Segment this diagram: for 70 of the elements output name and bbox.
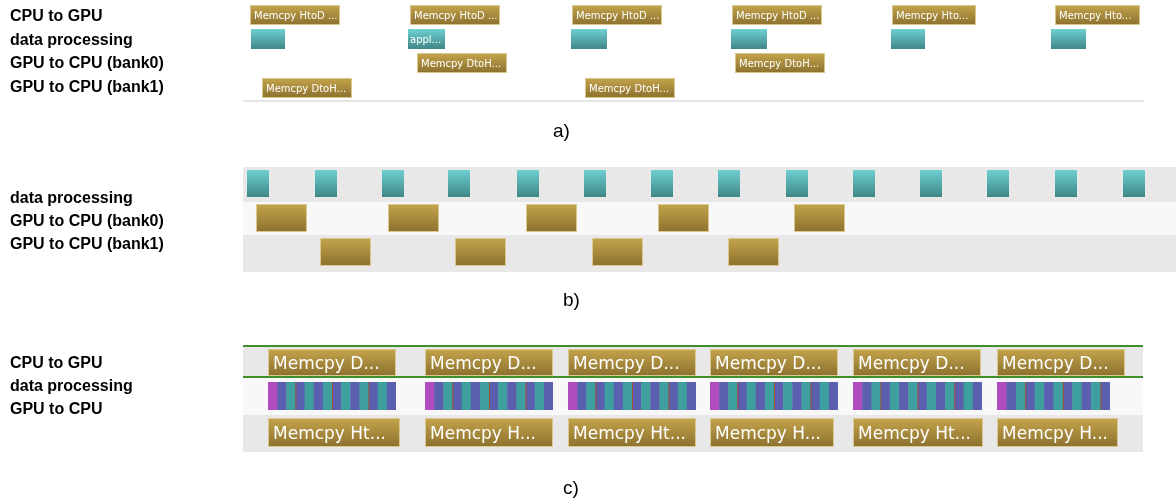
transfer-bar <box>592 238 643 266</box>
transfer-bar: Memcpy D... <box>997 349 1125 376</box>
row-label: data processing <box>10 32 133 48</box>
transfer-bar <box>526 204 577 232</box>
kernel-bar: appl... <box>408 29 445 49</box>
transfer-bar: Memcpy D... <box>853 349 981 376</box>
transfer-bar: Memcpy Hto... <box>1055 5 1140 25</box>
transfer-bar: Memcpy HtoD ... <box>732 5 822 25</box>
kernel-bar <box>517 170 539 197</box>
kernel-bar <box>425 382 553 410</box>
transfer-bar <box>794 204 845 232</box>
transfer-bar: Memcpy DtoH... <box>417 53 507 73</box>
transfer-bar: Memcpy HtoD ... <box>250 5 340 25</box>
kernel-bar <box>268 382 396 410</box>
kernel-bar <box>786 170 808 197</box>
kernel-bar <box>718 170 740 197</box>
kernel-bar <box>731 29 767 49</box>
kernel-bar <box>584 170 606 197</box>
transfer-bar: Memcpy Ht... <box>268 418 400 447</box>
transfer-bar: Memcpy DtoH... <box>585 78 675 98</box>
transfer-bar: Memcpy HtoD ... <box>410 5 500 25</box>
transfer-bar <box>658 204 709 232</box>
kernel-bar <box>891 29 925 49</box>
row-label: CPU to GPU <box>10 355 103 371</box>
transfer-bar <box>388 204 439 232</box>
kernel-bar <box>448 170 470 197</box>
transfer-bar: Memcpy Ht... <box>568 418 696 447</box>
row-label: GPU to CPU (bank1) <box>10 236 164 252</box>
kernel-bar <box>920 170 942 197</box>
transfer-bar <box>728 238 779 266</box>
transfer-bar <box>256 204 307 232</box>
kernel-bar <box>853 170 875 197</box>
panel-caption: a) <box>553 120 570 140</box>
kernel-bar <box>247 170 269 197</box>
transfer-bar: Memcpy H... <box>710 418 834 447</box>
row-label: GPU to CPU (bank1) <box>10 79 164 95</box>
row-label: CPU to GPU <box>10 8 103 24</box>
row-label: data processing <box>10 378 133 394</box>
transfer-bar: Memcpy D... <box>710 349 838 376</box>
transfer-bar: Memcpy D... <box>568 349 696 376</box>
kernel-bar <box>382 170 404 197</box>
kernel-bar <box>1051 29 1086 49</box>
transfer-bar <box>320 238 371 266</box>
kernel-bar <box>571 29 607 49</box>
row-label: GPU to CPU (bank0) <box>10 55 164 71</box>
kernel-bar <box>710 382 838 410</box>
transfer-bar: Memcpy HtoD ... <box>572 5 662 25</box>
transfer-bar: Memcpy H... <box>997 418 1118 447</box>
kernel-bar <box>1055 170 1077 197</box>
panel-caption: c) <box>563 477 579 497</box>
transfer-bar <box>455 238 506 266</box>
transfer-bar: Memcpy D... <box>268 349 396 376</box>
transfer-bar: Memcpy DtoH... <box>735 53 825 73</box>
kernel-bar <box>997 382 1110 410</box>
kernel-bar <box>987 170 1009 197</box>
transfer-bar: Memcpy D... <box>425 349 553 376</box>
kernel-bar <box>853 382 982 410</box>
row-label: data processing <box>10 190 133 206</box>
transfer-bar: Memcpy Hto... <box>892 5 976 25</box>
kernel-bar <box>651 170 673 197</box>
kernel-bar <box>568 382 696 410</box>
transfer-bar: Memcpy DtoH... <box>262 78 352 98</box>
kernel-bar <box>251 29 285 49</box>
row-label: GPU to CPU <box>10 401 103 417</box>
transfer-bar: Memcpy H... <box>425 418 553 447</box>
row-label: GPU to CPU (bank0) <box>10 213 164 229</box>
panel-caption: b) <box>563 289 580 309</box>
transfer-bar: Memcpy Ht... <box>853 418 983 447</box>
kernel-bar <box>315 170 337 197</box>
kernel-bar <box>1123 170 1145 197</box>
